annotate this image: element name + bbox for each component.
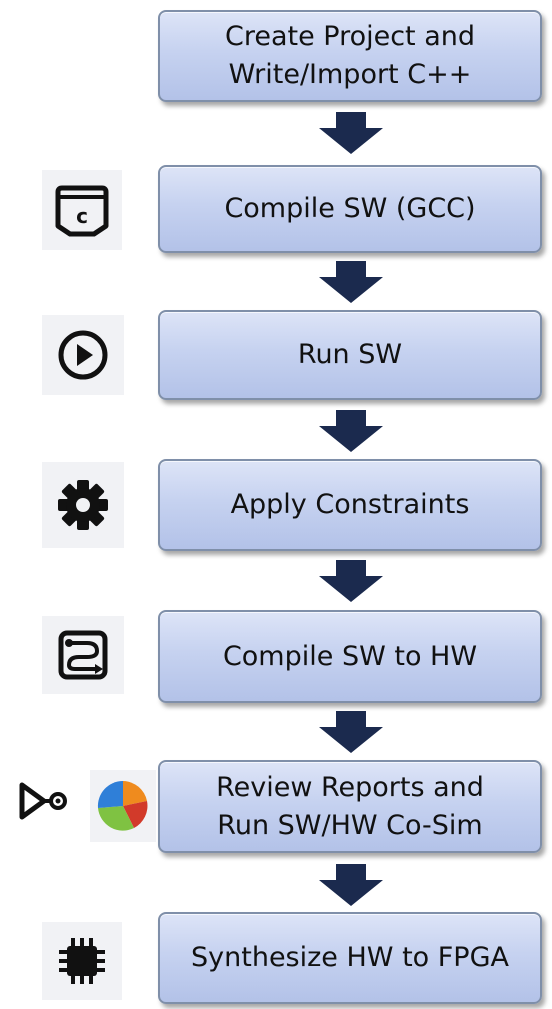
cosim-play-icon	[19, 782, 67, 820]
step-label: Compile SW to HW	[222, 640, 478, 672]
gear-icon	[58, 480, 108, 530]
pie-chart-icon	[97, 780, 148, 831]
c-file-icon-tile: c	[42, 170, 122, 250]
step-label: Create Project and Write/Import C++	[224, 21, 476, 90]
step-compile-sw: Compile SW (GCC)	[158, 165, 542, 253]
play-circle-icon-tile	[42, 315, 124, 395]
down-arrow	[319, 410, 383, 452]
pie-chart-icon-tile	[90, 770, 156, 842]
step-review-reports: Review Reports and Run SW/HW Co-Sim	[158, 760, 542, 853]
step-label: Compile SW (GCC)	[224, 193, 476, 224]
synthesis-path-icon	[58, 630, 108, 680]
synthesis-path-icon-tile	[42, 616, 124, 694]
cosim-play-icon-tile	[14, 770, 76, 832]
play-circle-icon	[58, 330, 108, 380]
down-arrow	[319, 112, 383, 154]
step-label: Review Reports and Run SW/HW Co-Sim	[216, 771, 484, 841]
down-arrow	[319, 261, 383, 303]
svg-text:c: c	[76, 204, 88, 228]
step-label: Synthesize HW to FPGA	[191, 942, 509, 973]
step-apply-constraints: Apply Constraints	[158, 459, 542, 551]
down-arrow	[319, 864, 383, 906]
down-arrow	[319, 711, 383, 753]
chip-icon-tile	[42, 922, 122, 1000]
chip-icon	[59, 938, 105, 984]
c-file-icon: c	[55, 185, 109, 237]
step-compile-sw-to-hw: Compile SW to HW	[158, 610, 542, 703]
step-create-project: Create Project and Write/Import C++	[158, 10, 542, 102]
gear-icon-tile	[42, 462, 124, 548]
step-label: Apply Constraints	[230, 489, 470, 520]
down-arrow	[319, 560, 383, 602]
step-synthesize: Synthesize HW to FPGA	[158, 912, 542, 1004]
step-label: Run SW	[297, 339, 403, 370]
step-run-sw: Run SW	[158, 310, 542, 400]
